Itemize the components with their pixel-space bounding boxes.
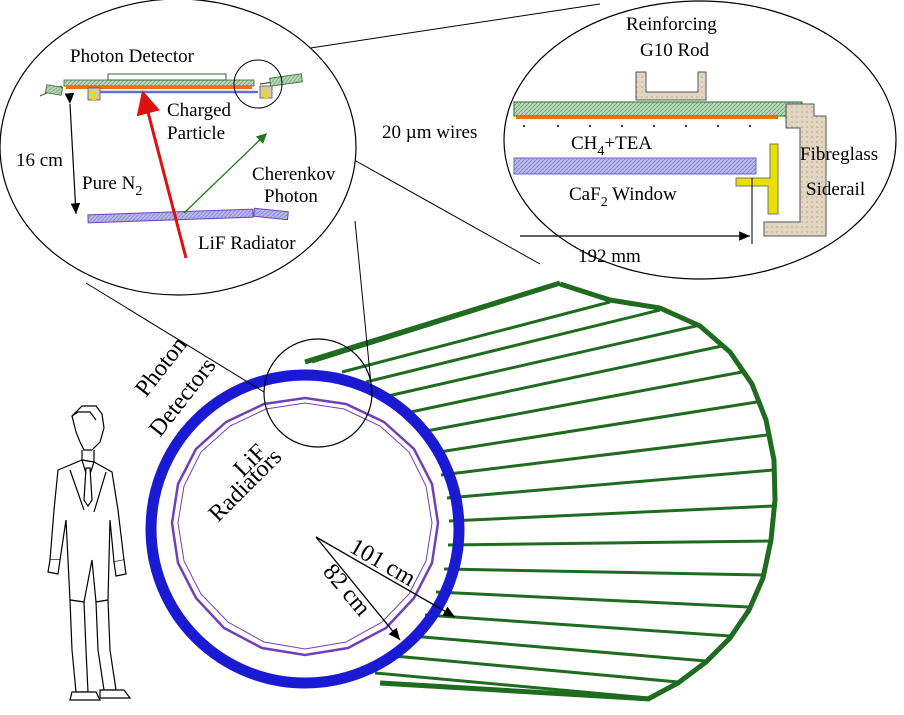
fibreglass-siderail [763,103,827,237]
window-holder [735,143,779,215]
cathode-pads [516,116,778,119]
radius-101-arrow [315,536,456,618]
outer-ring-photon-detectors [145,369,465,689]
cathode-strip [66,86,252,89]
pad-plate [513,101,803,117]
wires-dots [523,125,751,127]
lif-radiator-label: LiF Radiator [198,233,296,254]
zoom-circle-small [263,338,373,448]
cherenkov-photon-ray [183,133,267,214]
particle-label: Particle [167,123,225,144]
lif-radiator-plate [87,208,254,224]
cherenkov-label: Cherenkov [252,164,336,185]
person-figure [47,405,132,701]
charged-label: Charged [167,100,232,121]
fibreglass-label: Fibreglass [800,144,878,165]
inner-ring-lif-radiators [170,396,440,657]
reinforcing-rod-left [107,73,227,81]
right-zoom-detail: Reinforcing G10 Rod 20 µm wires CH4+TEA … [382,0,897,280]
detector-plate [63,79,255,87]
siderail-label: Siderail [806,179,865,200]
caf2-window-label: CaF2 Window [569,184,677,210]
zoom-circle-left [0,0,357,296]
g10-rod-label: G10 Rod [640,40,710,61]
gap-16cm-arrow [64,92,81,215]
cylinder-staves [311,282,775,700]
photon-detector-label: Photon Detector [70,46,195,67]
photon-label: Photon [264,186,318,207]
wires-label: 20 µm wires [382,122,477,143]
caf2-window [513,157,757,175]
charged-particle-track [136,90,188,259]
left-zoom-detail: Photon Detector Charged Particle Cherenk… [0,0,357,296]
reinforcing-label: Reinforcing [626,14,717,35]
ch4-tea-label: CH4+TEA [571,133,652,159]
sixteen-cm-label: 16 cm [16,150,63,171]
g10-rod [635,71,707,101]
pure-n2-label: Pure N2 [82,173,142,199]
dimension-192mm-label: 192 mm [578,246,641,267]
zoom-circle-right [503,0,897,280]
radius-82-arrow [315,536,401,641]
cylinder-far-end [304,280,778,702]
